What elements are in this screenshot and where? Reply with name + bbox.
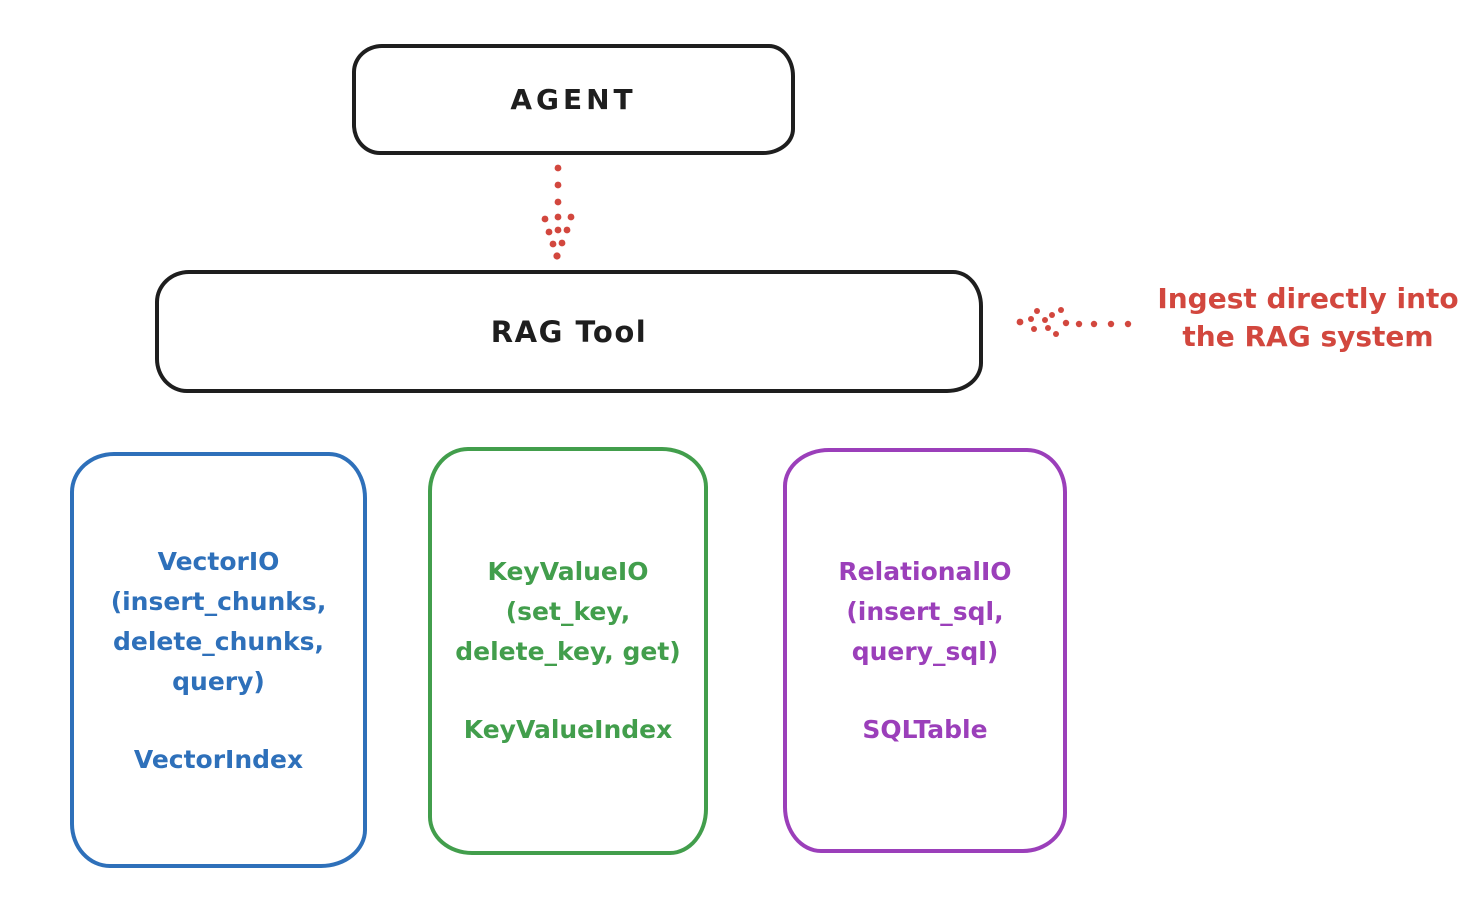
backend-box-relationalio: RelationalIO (insert_sql, query_sql) SQL… (783, 448, 1067, 853)
vectorio-index-label: VectorIndex (133, 745, 304, 774)
ingest-annotation-line2: the RAG system (1182, 320, 1434, 353)
relationalio-line: RelationalIO (838, 557, 1012, 586)
backend-box-keyvalueio: KeyValueIO (set_key, delete_key, get) Ke… (428, 447, 708, 855)
relationalio-line: query_sql) (851, 637, 999, 666)
ingest-annotation: Ingest directly into the RAG system (1138, 280, 1478, 356)
vectorio-line: delete_chunks, (113, 627, 324, 656)
keyvalueio-index-label: KeyValueIndex (463, 715, 673, 744)
keyvalueio-line: (set_key, (505, 597, 631, 626)
keyvalueio-line: KeyValueIO (487, 557, 649, 586)
vectorio-title: VectorIO (insert_chunks, delete_chunks, … (74, 456, 363, 702)
agent-label: AGENT (510, 83, 637, 116)
ingest-annotation-line1: Ingest directly into (1157, 282, 1459, 315)
relationalio-title: RelationalIO (insert_sql, query_sql) (787, 452, 1063, 672)
vectorio-line: query) (172, 667, 265, 696)
keyvalueio-title: KeyValueIO (set_key, delete_key, get) (432, 451, 704, 672)
relationalio-line: (insert_sql, (846, 597, 1004, 626)
relationalio-index-label: SQLTable (862, 715, 988, 744)
ingest-arrow-icon (1016, 307, 1132, 337)
agent-to-ragtool-arrow-icon (541, 164, 575, 260)
rag-tool-label: RAG Tool (490, 314, 648, 349)
keyvalueio-line: delete_key, get) (455, 637, 681, 666)
agent-node: AGENT (352, 44, 795, 155)
vectorio-line: VectorIO (157, 547, 280, 576)
backend-box-vectorio: VectorIO (insert_chunks, delete_chunks, … (70, 452, 367, 868)
vectorio-line: (insert_chunks, (110, 587, 327, 616)
rag-tool-node: RAG Tool (155, 270, 983, 393)
